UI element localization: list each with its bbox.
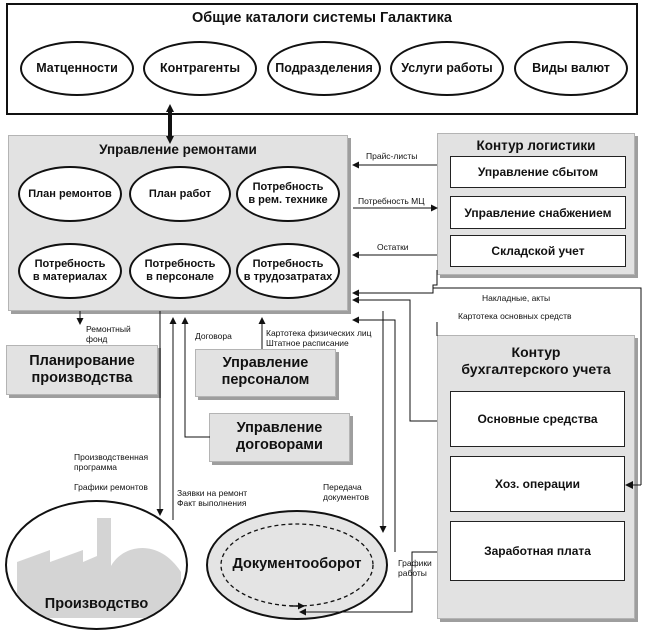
- planning-module: Планирование производства: [6, 345, 158, 395]
- label-people-catalog: Картотека физических лиц Штатное расписа…: [266, 328, 372, 349]
- label-fa-catalog: Картотека основных средств: [458, 311, 572, 321]
- accounting-item-payroll: Заработная плата: [450, 521, 625, 581]
- docflow-label: Документооборот: [232, 556, 362, 572]
- repairs-item-repair-plan: План ремонтов: [18, 166, 122, 222]
- repairs-item-personnel-need: Потребность в персонале: [129, 243, 231, 299]
- label-mc-need: Потребность МЦ: [358, 196, 425, 206]
- label-remains: Остатки: [377, 242, 409, 252]
- contracts-module: Управление договорами: [209, 413, 350, 462]
- logistics-title: Контур логистики: [476, 138, 596, 153]
- label-production-program: Производственная программа: [74, 452, 149, 473]
- label-work-schedules: Графики работы: [398, 558, 432, 579]
- catalog-item-counterparties: Контрагенты: [143, 41, 257, 96]
- factory-icon: [17, 518, 181, 618]
- accounting-item-business-ops: Хоз. операции: [450, 456, 625, 512]
- contracts-module-label: Управление договорами: [236, 420, 323, 453]
- repairs-item-materials-need: Потребность в материалах: [18, 243, 122, 299]
- accounting-item-fixed-assets: Основные средства: [450, 391, 625, 447]
- catalog-item-services: Услуги работы: [390, 41, 504, 96]
- catalog-item-materials: Матценности: [20, 41, 134, 96]
- repairs-item-work-plan: План работ: [129, 166, 231, 222]
- planning-module-label: Планирование производства: [29, 353, 135, 386]
- label-price-lists: Прайс-листы: [366, 151, 418, 161]
- logistics-item-sales: Управление сбытом: [450, 156, 626, 188]
- personnel-module-label: Управление персоналом: [221, 355, 310, 388]
- label-contracts: Договора: [195, 331, 232, 341]
- repairs-item-labor-need: Потребность в трудозатратах: [236, 243, 340, 299]
- repairs-item-equipment-need: Потребность в рем. технике: [236, 166, 340, 222]
- label-repair-requests: Заявки на ремонт Факт выполнения: [177, 488, 248, 509]
- label-invoices: Накладные, акты: [482, 293, 551, 303]
- production-ellipse: Производство: [5, 500, 188, 630]
- logistics-item-warehouse: Складской учет: [450, 235, 626, 267]
- logistics-item-supply: Управление снабжением: [450, 196, 626, 229]
- catalog-item-currencies: Виды валют: [514, 41, 628, 96]
- docflow-ellipse: Документооборот: [206, 510, 388, 620]
- label-repair-schedules: Графики ремонтов: [74, 482, 148, 492]
- repairs-title: Управление ремонтами: [99, 142, 257, 157]
- accounting-title: Контур бухгалтерского учета: [461, 344, 611, 377]
- production-label: Производство: [44, 596, 149, 612]
- catalog-item-departments: Подразделения: [267, 41, 381, 96]
- personnel-module: Управление персоналом: [195, 349, 336, 397]
- catalogs-title: Общие каталоги системы Галактика: [192, 10, 452, 26]
- label-doc-transfer: Передача документов: [323, 482, 369, 503]
- label-repair-fund: Ремонтный фонд: [86, 324, 131, 345]
